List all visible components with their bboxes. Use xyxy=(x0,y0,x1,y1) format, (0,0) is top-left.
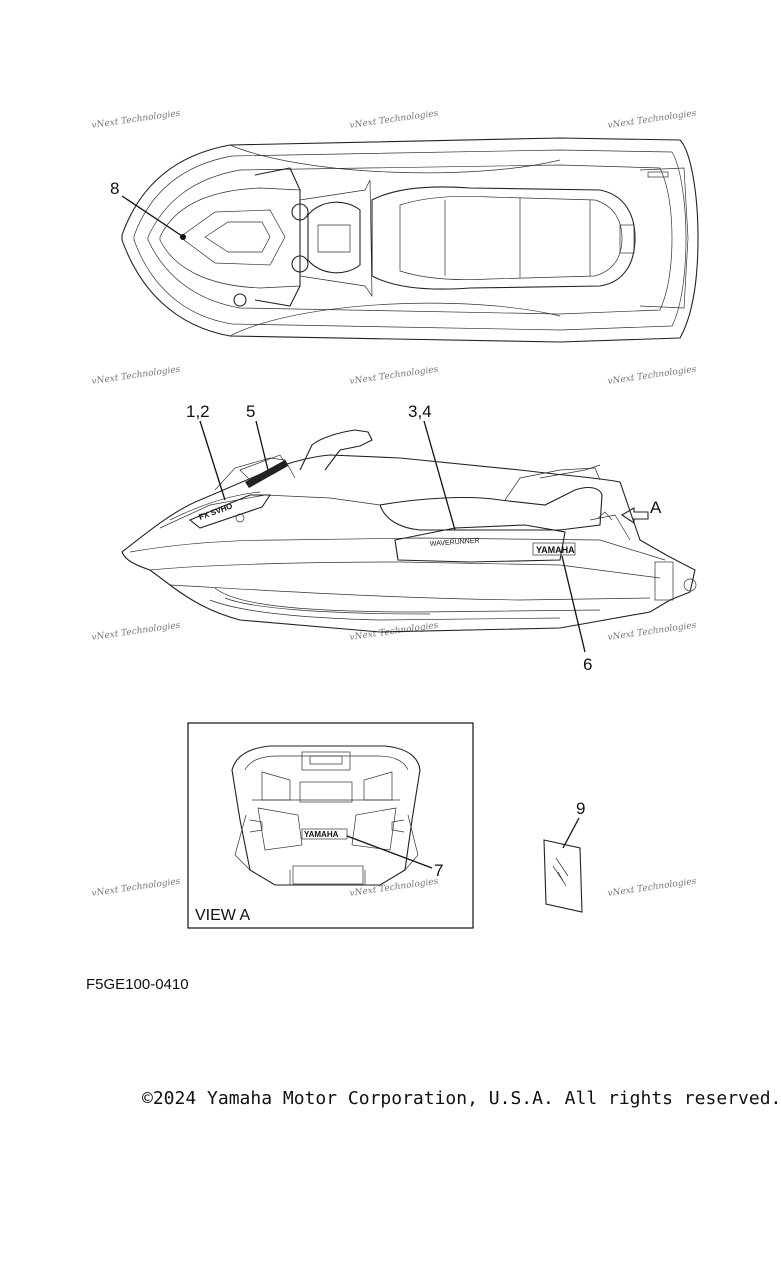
callout-1-2[interactable]: 1,2 xyxy=(186,402,226,501)
copyright-notice: ©2024 Yamaha Motor Corporation, U.S.A. A… xyxy=(142,1088,781,1109)
callout-view-a-arrow[interactable]: A xyxy=(620,498,662,525)
part-code: F5GE100-0410 xyxy=(86,976,189,993)
top-view-drawing xyxy=(121,137,699,343)
callout-9[interactable]: 9 xyxy=(562,799,585,849)
watermark: vNext Technologies xyxy=(91,365,181,387)
callout-label: 8 xyxy=(110,179,119,198)
callout-label: 9 xyxy=(576,799,585,818)
callout-8[interactable]: 8 xyxy=(110,179,186,240)
watermark: vNext Technologies xyxy=(349,365,439,387)
watermark-text: vNext Technologies xyxy=(91,109,181,131)
callout-3-4[interactable]: 3,4 xyxy=(408,402,456,531)
rear-yamaha-logo: YAMAHA xyxy=(304,830,339,839)
watermark: vNext Technologies xyxy=(349,877,439,899)
watermark: vNext Technologies xyxy=(91,621,181,643)
watermark-text: vNext Technologies xyxy=(607,365,697,387)
watermark-text: vNext Technologies xyxy=(607,621,697,643)
watermark-text: vNext Technologies xyxy=(91,621,181,643)
watermark: vNext Technologies xyxy=(91,877,181,899)
view-a-panel: YAMAHA VIEW A xyxy=(187,722,474,929)
callout-label: 5 xyxy=(246,402,255,421)
watermark-text: vNext Technologies xyxy=(607,109,697,131)
watermark: vNext Technologies xyxy=(607,621,697,643)
watermark-group: vNext Technologies vNext Technologies vN… xyxy=(91,109,697,899)
watermark: vNext Technologies xyxy=(607,365,697,387)
watermark: vNext Technologies xyxy=(607,109,697,131)
watermark-text: vNext Technologies xyxy=(349,109,439,131)
view-a-label: VIEW A xyxy=(195,907,250,924)
watermark: vNext Technologies xyxy=(607,877,697,899)
watermark-text: vNext Technologies xyxy=(91,365,181,387)
side-view-drawing: YAMAHA WAVERUNNER FX SVHO xyxy=(121,429,697,633)
callout-5[interactable]: 5 xyxy=(246,402,269,471)
side-yamaha-logo: YAMAHA xyxy=(536,545,575,555)
watermark: vNext Technologies xyxy=(91,109,181,131)
callout-label: 6 xyxy=(583,655,592,674)
watermark-text: vNext Technologies xyxy=(607,877,697,899)
callout-label: 1,2 xyxy=(186,402,210,421)
watermark: vNext Technologies xyxy=(349,109,439,131)
watermark-text: vNext Technologies xyxy=(349,877,439,899)
callout-6[interactable]: 6 xyxy=(561,555,592,674)
item-9-sticker xyxy=(543,839,583,913)
callout-label: 3,4 xyxy=(408,402,432,421)
watermark-text: vNext Technologies xyxy=(349,365,439,387)
callout-7[interactable]: 7 xyxy=(346,835,443,880)
side-waverunner-decal: WAVERUNNER xyxy=(430,538,480,548)
callout-label: 7 xyxy=(434,861,443,880)
callout-label: A xyxy=(650,498,662,517)
watermark-text: vNext Technologies xyxy=(91,877,181,899)
